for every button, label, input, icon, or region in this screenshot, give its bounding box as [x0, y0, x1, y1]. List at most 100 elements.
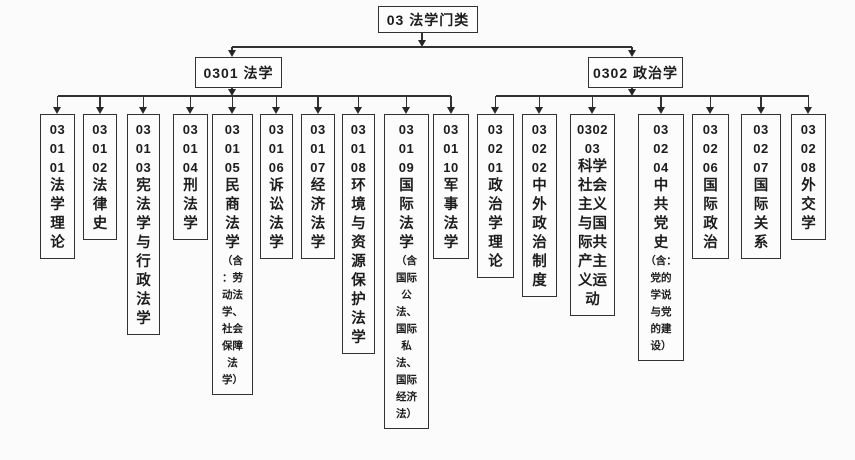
node-note-line: 学说	[650, 289, 672, 301]
node-text-line: 法	[310, 216, 326, 232]
connector-line	[99, 96, 101, 108]
node-text-line: 理	[50, 216, 65, 232]
connector-line	[660, 96, 662, 108]
node-text-line: 环	[351, 178, 366, 194]
node-text-line: 治	[532, 235, 547, 251]
node-text-line: 党	[653, 216, 669, 232]
node-text-line: 源	[351, 254, 366, 270]
connector-arrowhead-icon	[139, 107, 147, 114]
node-text-line: 学	[310, 235, 326, 251]
node-text-line: 学	[269, 235, 284, 251]
node-text-line: 法	[92, 178, 108, 194]
root-node-law-category: 03 法学门类	[378, 6, 478, 33]
node-text-line: 03	[800, 122, 817, 137]
node-text-line: 军	[443, 178, 459, 194]
connector-line	[421, 33, 423, 42]
node-text-line: 与	[136, 235, 151, 251]
node-text-line: 资	[351, 235, 366, 251]
node-note-line: 国际	[396, 323, 417, 335]
node-text-line: 治	[488, 197, 503, 213]
node-text-line: 01	[398, 141, 415, 156]
connector-arrowhead-icon	[756, 107, 765, 114]
node-text-line: 法	[50, 178, 65, 194]
node-note-line: 党的	[650, 272, 672, 284]
node-text-line: 03	[398, 122, 415, 137]
node-text-line: 法	[136, 197, 151, 213]
node-text-line: 03	[49, 122, 66, 137]
node-text-line: 01	[49, 160, 66, 175]
connector-line	[450, 96, 452, 108]
node-text-line: 际	[399, 197, 414, 213]
connector-arrowhead-icon	[706, 107, 714, 114]
node-text-line: 与国	[578, 216, 607, 232]
node-text-line: 02	[92, 160, 108, 175]
node-note-line: （含	[396, 255, 417, 267]
node-text-line: 学	[443, 235, 459, 251]
node-note-line: ：劳	[222, 272, 243, 284]
node-text-line: 产主	[578, 254, 607, 270]
node-text-line: 政	[488, 178, 503, 194]
connector-line	[142, 96, 145, 108]
node-text-line: 06	[702, 160, 719, 175]
node-text-line: 国	[399, 178, 414, 194]
node-text-line: 论	[488, 254, 503, 270]
node-text-line: 史	[653, 235, 669, 251]
node-text-line: 01	[350, 141, 367, 156]
node-note-line: 经济	[396, 391, 417, 403]
node-text-line: 01	[49, 141, 66, 156]
branch-node-label: 0301 法学	[203, 64, 274, 81]
connector-line	[631, 47, 633, 52]
node-text-line: 01	[182, 141, 199, 156]
node-text-line: 01	[487, 160, 504, 175]
connector-line	[275, 96, 278, 108]
node-text-line: 中	[532, 178, 547, 194]
node-text-line: 学	[136, 311, 151, 327]
node-text-line: 02	[531, 141, 548, 156]
node-text-line: 03	[268, 122, 285, 137]
branch-node-label: 0302 政治学	[592, 64, 679, 81]
node-note-line: 保障	[222, 340, 243, 352]
node-text-line: 法	[269, 216, 284, 232]
node-text-line: 民	[225, 178, 240, 194]
node-text-line: 0302	[577, 122, 608, 137]
node-text-line: 03	[443, 122, 459, 137]
node-text-line: 01	[310, 141, 326, 156]
node-text-line: 04	[182, 160, 199, 175]
node-text-line: 学	[488, 216, 503, 232]
node-text-line: 治	[703, 235, 718, 251]
connector-arrowhead-icon	[186, 107, 194, 114]
node-text-line: 02	[800, 141, 817, 156]
node-text-line: 事	[443, 197, 459, 213]
node-text-line: 律	[92, 197, 108, 213]
connector-arrowhead-icon	[535, 107, 543, 114]
node-note-line: 与党	[650, 306, 672, 318]
node-text-line: 外	[532, 197, 547, 213]
node-text-line: 史	[92, 216, 108, 232]
node-text-line: 外	[801, 178, 816, 194]
node-text-line: 02	[531, 160, 548, 175]
node-text-line: 学	[399, 235, 414, 251]
node-text-line: 政	[136, 273, 151, 289]
node-text-line: 共	[653, 197, 669, 213]
connector-arrowhead-icon	[227, 50, 236, 57]
node-text-line: 03	[653, 122, 669, 137]
node-text-line: 09	[398, 160, 415, 175]
node-text-line: 01	[135, 141, 152, 156]
branch-node-law: 0301 法学	[195, 57, 282, 88]
node-text-line: 学	[136, 216, 151, 232]
node-text-line: 03	[310, 122, 326, 137]
node-text-line: 学	[183, 216, 198, 232]
node-text-line: 讼	[269, 197, 284, 213]
node-text-line: 学	[225, 235, 240, 251]
node-text-line: 与	[351, 216, 366, 232]
connector-line	[231, 47, 233, 52]
